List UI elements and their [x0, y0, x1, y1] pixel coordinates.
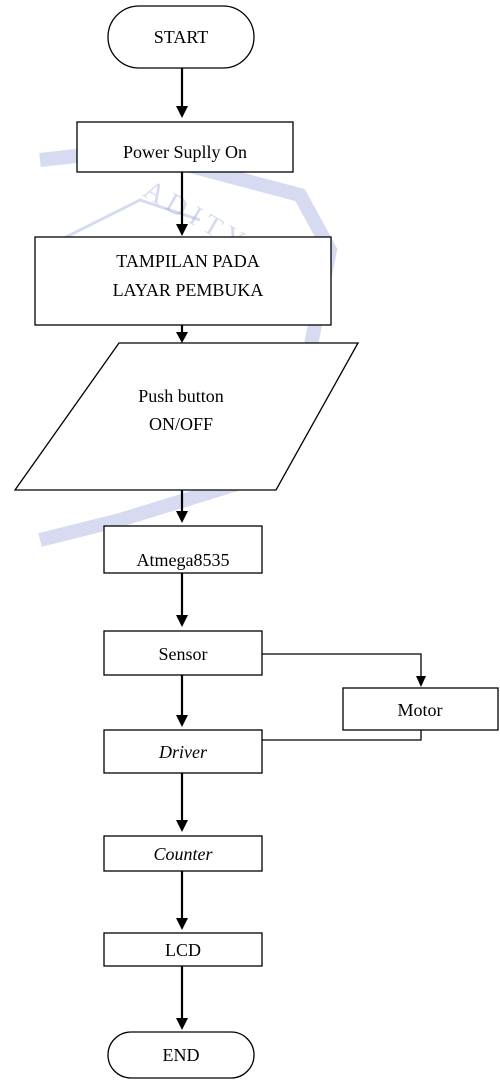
counter-process: Counter — [103, 835, 263, 872]
power-supply-process: Power Suplly On — [76, 121, 294, 173]
driver-label: Driver — [158, 742, 208, 762]
motor-process: Motor — [342, 687, 499, 731]
push-button-input: Push button ON/OFF — [13, 342, 360, 491]
lcd-process: LCD — [103, 932, 263, 967]
atmega-process: Atmega8535 — [103, 525, 263, 574]
opening-screen-label-line2: LAYAR PEMBUKA — [113, 280, 264, 300]
motor-label: Motor — [398, 700, 443, 720]
sensor-label: Sensor — [159, 644, 208, 664]
connectors — [176, 68, 426, 1030]
driver-process: Driver — [103, 729, 263, 774]
counter-label: Counter — [153, 844, 213, 864]
start-terminal: START — [107, 5, 255, 69]
opening-screen-process: TAMPILAN PADA LAYAR PEMBUKA — [34, 236, 332, 326]
end-label: END — [163, 1045, 200, 1065]
sensor-process: Sensor — [103, 630, 263, 676]
opening-screen-label-line1: TAMPILAN PADA — [116, 251, 259, 271]
power-supply-label: Power Suplly On — [123, 142, 247, 162]
start-label: START — [154, 27, 208, 47]
end-terminal: END — [107, 1031, 255, 1079]
push-button-label-line2: ON/OFF — [149, 414, 213, 434]
push-button-label-line1: Push button — [138, 386, 224, 406]
lcd-label: LCD — [165, 940, 201, 960]
atmega-label: Atmega8535 — [137, 550, 230, 570]
